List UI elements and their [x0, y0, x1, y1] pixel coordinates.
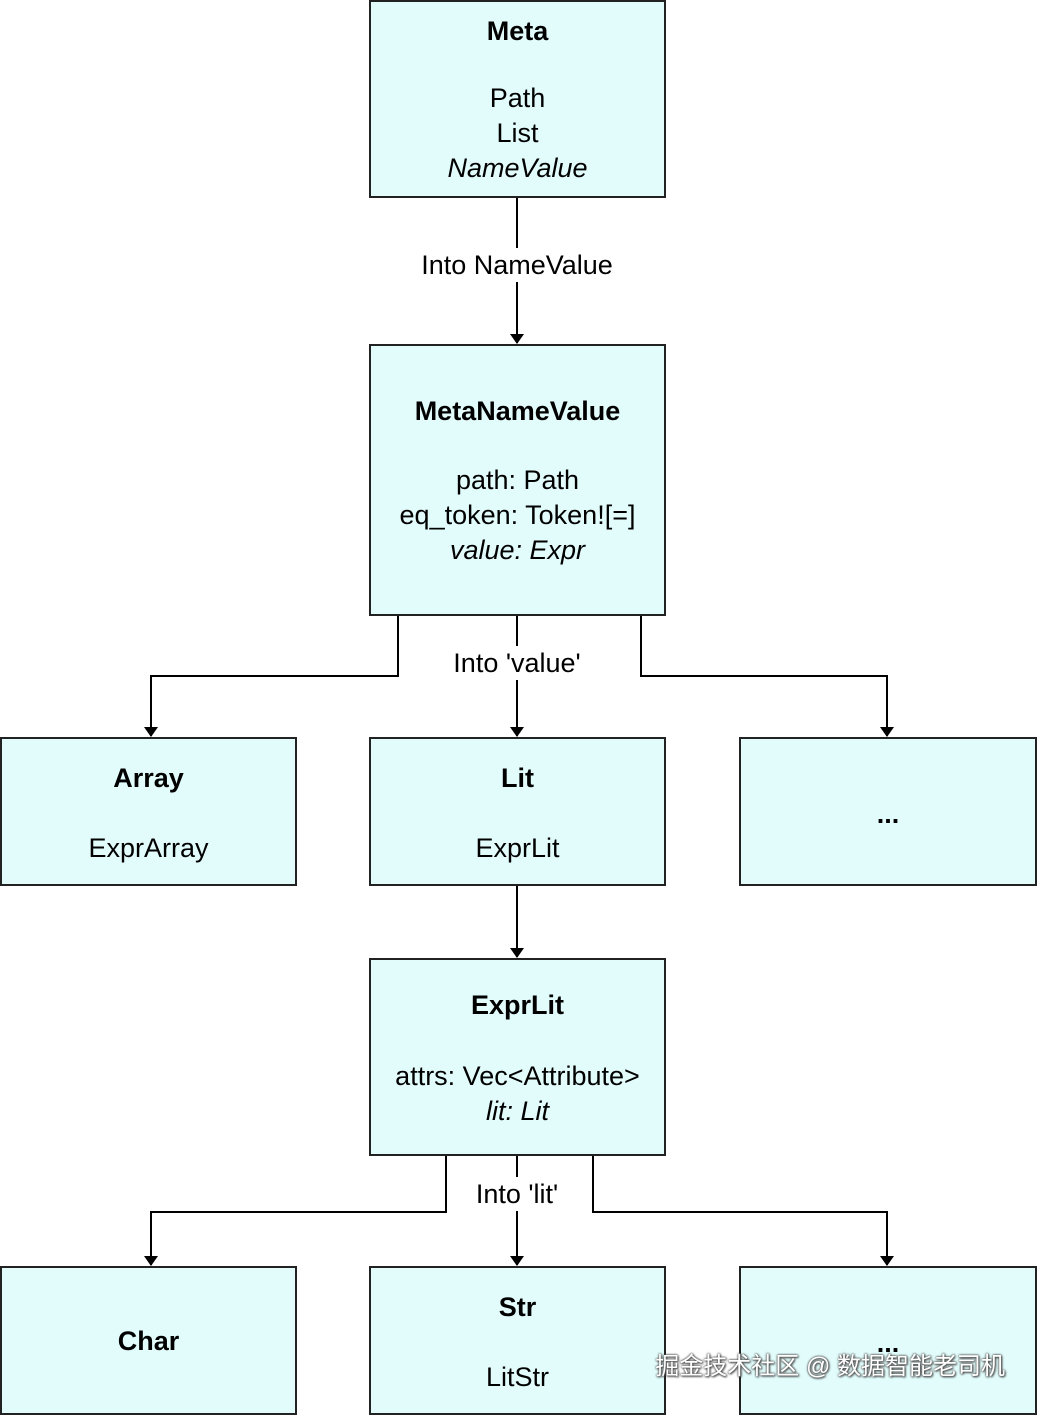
node-array-title: Array: [113, 763, 184, 793]
node-more-2: ...: [739, 1266, 1037, 1415]
node-expr-lit-line-lit: lit: Lit: [485, 1096, 550, 1126]
node-meta-line-namevalue: NameValue: [447, 153, 588, 183]
node-more-2-title: ...: [876, 1328, 900, 1358]
node-more-1-title: ...: [876, 799, 900, 829]
node-str-title: Str: [498, 1292, 537, 1322]
watermark-text: 掘金技术社区 @ 数据智能老司机: [655, 1353, 1005, 1380]
edge-exprlit-to-char: [144, 1156, 447, 1266]
edge-label-into-lit: Into 'lit': [472, 1177, 562, 1211]
node-char-title: Char: [117, 1326, 180, 1356]
node-meta-title: Meta: [486, 16, 549, 46]
node-array-line: ExprArray: [88, 833, 209, 863]
edge-metanamevalue-to-array: [144, 615, 399, 737]
node-meta-name-value-title: MetaNameValue: [414, 396, 621, 426]
node-array: Array ExprArray: [0, 737, 297, 886]
node-meta-name-value-line-path: path: Path: [455, 465, 580, 495]
node-lit-line: ExprLit: [475, 833, 560, 863]
edge-metanamevalue-to-more: [640, 615, 894, 737]
node-meta: Meta Path List NameValue: [369, 0, 666, 198]
node-str: Str LitStr: [369, 1266, 666, 1415]
node-meta-name-value-line-value: value: Expr: [449, 535, 586, 565]
edge-label-into-value: Into 'value': [450, 646, 584, 680]
node-expr-lit-line-attrs: attrs: Vec<Attribute>: [395, 1061, 640, 1091]
node-lit: Lit ExprLit: [369, 737, 666, 886]
node-meta-line-path: Path: [489, 83, 546, 113]
node-more-1: ...: [739, 737, 1037, 886]
edge-exprlit-to-more: [592, 1156, 894, 1266]
node-lit-title: Lit: [501, 763, 534, 793]
node-char: Char: [0, 1266, 297, 1415]
edge-label-into-name-value: Into NameValue: [418, 248, 616, 282]
node-meta-name-value-line-eq-token: eq_token: Token![=]: [399, 500, 636, 530]
node-meta-line-list: List: [496, 118, 539, 148]
node-str-line: LitStr: [485, 1362, 550, 1392]
node-meta-name-value: MetaNameValue path: Path eq_token: Token…: [369, 344, 666, 616]
node-expr-lit-title: ExprLit: [470, 990, 564, 1020]
node-expr-lit: ExprLit attrs: Vec<Attribute> lit: Lit: [369, 958, 666, 1156]
